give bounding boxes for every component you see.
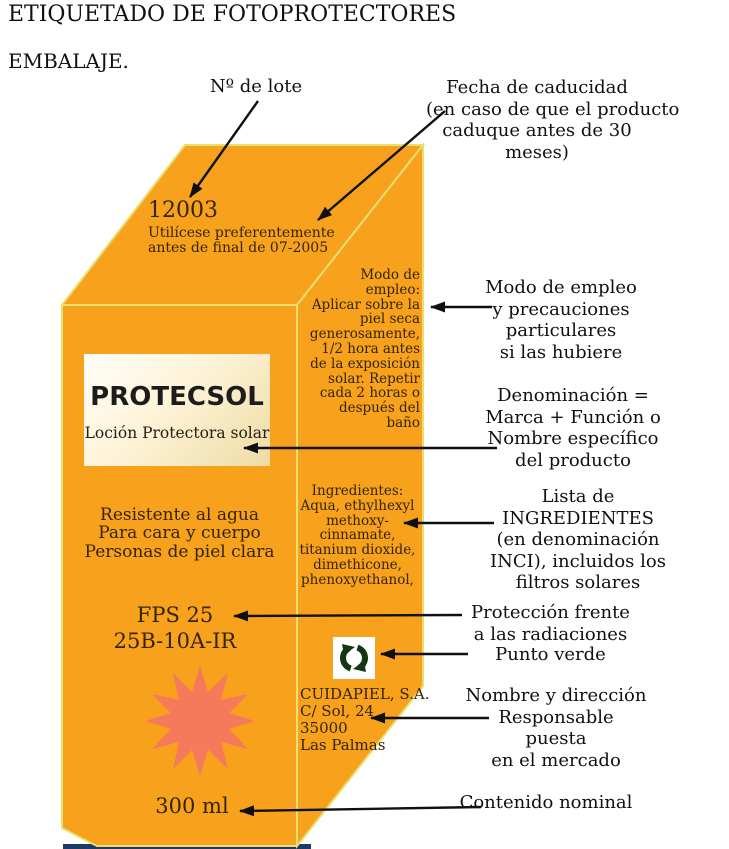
product-denomination: Loción Protectora solar [84,424,270,442]
green-dot-background [333,637,375,679]
brand-label: PROTECSOL Loción Protectora solar [84,354,270,466]
starburst [145,666,255,776]
annotation-green-dot: Punto verde [495,644,606,665]
brand-name: PROTECSOL [90,382,264,412]
green-dot-arrowhead-top [342,644,355,655]
lot-number: 12003 [148,198,218,223]
page-title: ETIQUETADO DE FOTOPROTECTORES [8,2,457,27]
protection-code: 25B-10A-IR [113,629,237,653]
annotation-content: Contenido nominal [459,792,633,813]
spf-rating: FPS 25 [136,603,214,627]
annotation-expiry: Fecha de caducidad(en caso de que el pro… [426,77,680,163]
net-content: 300 ml [155,794,229,818]
green-dot-arrows [340,644,368,672]
page-subtitle: EMBALAJE. [8,49,129,73]
green-dot-icon [333,637,375,679]
spf-block: FPS 25 25B-10A-IR [62,602,288,654]
green-dot-arrowhead-bottom [353,661,366,672]
annotation-lot: Nº de lote [209,76,303,97]
